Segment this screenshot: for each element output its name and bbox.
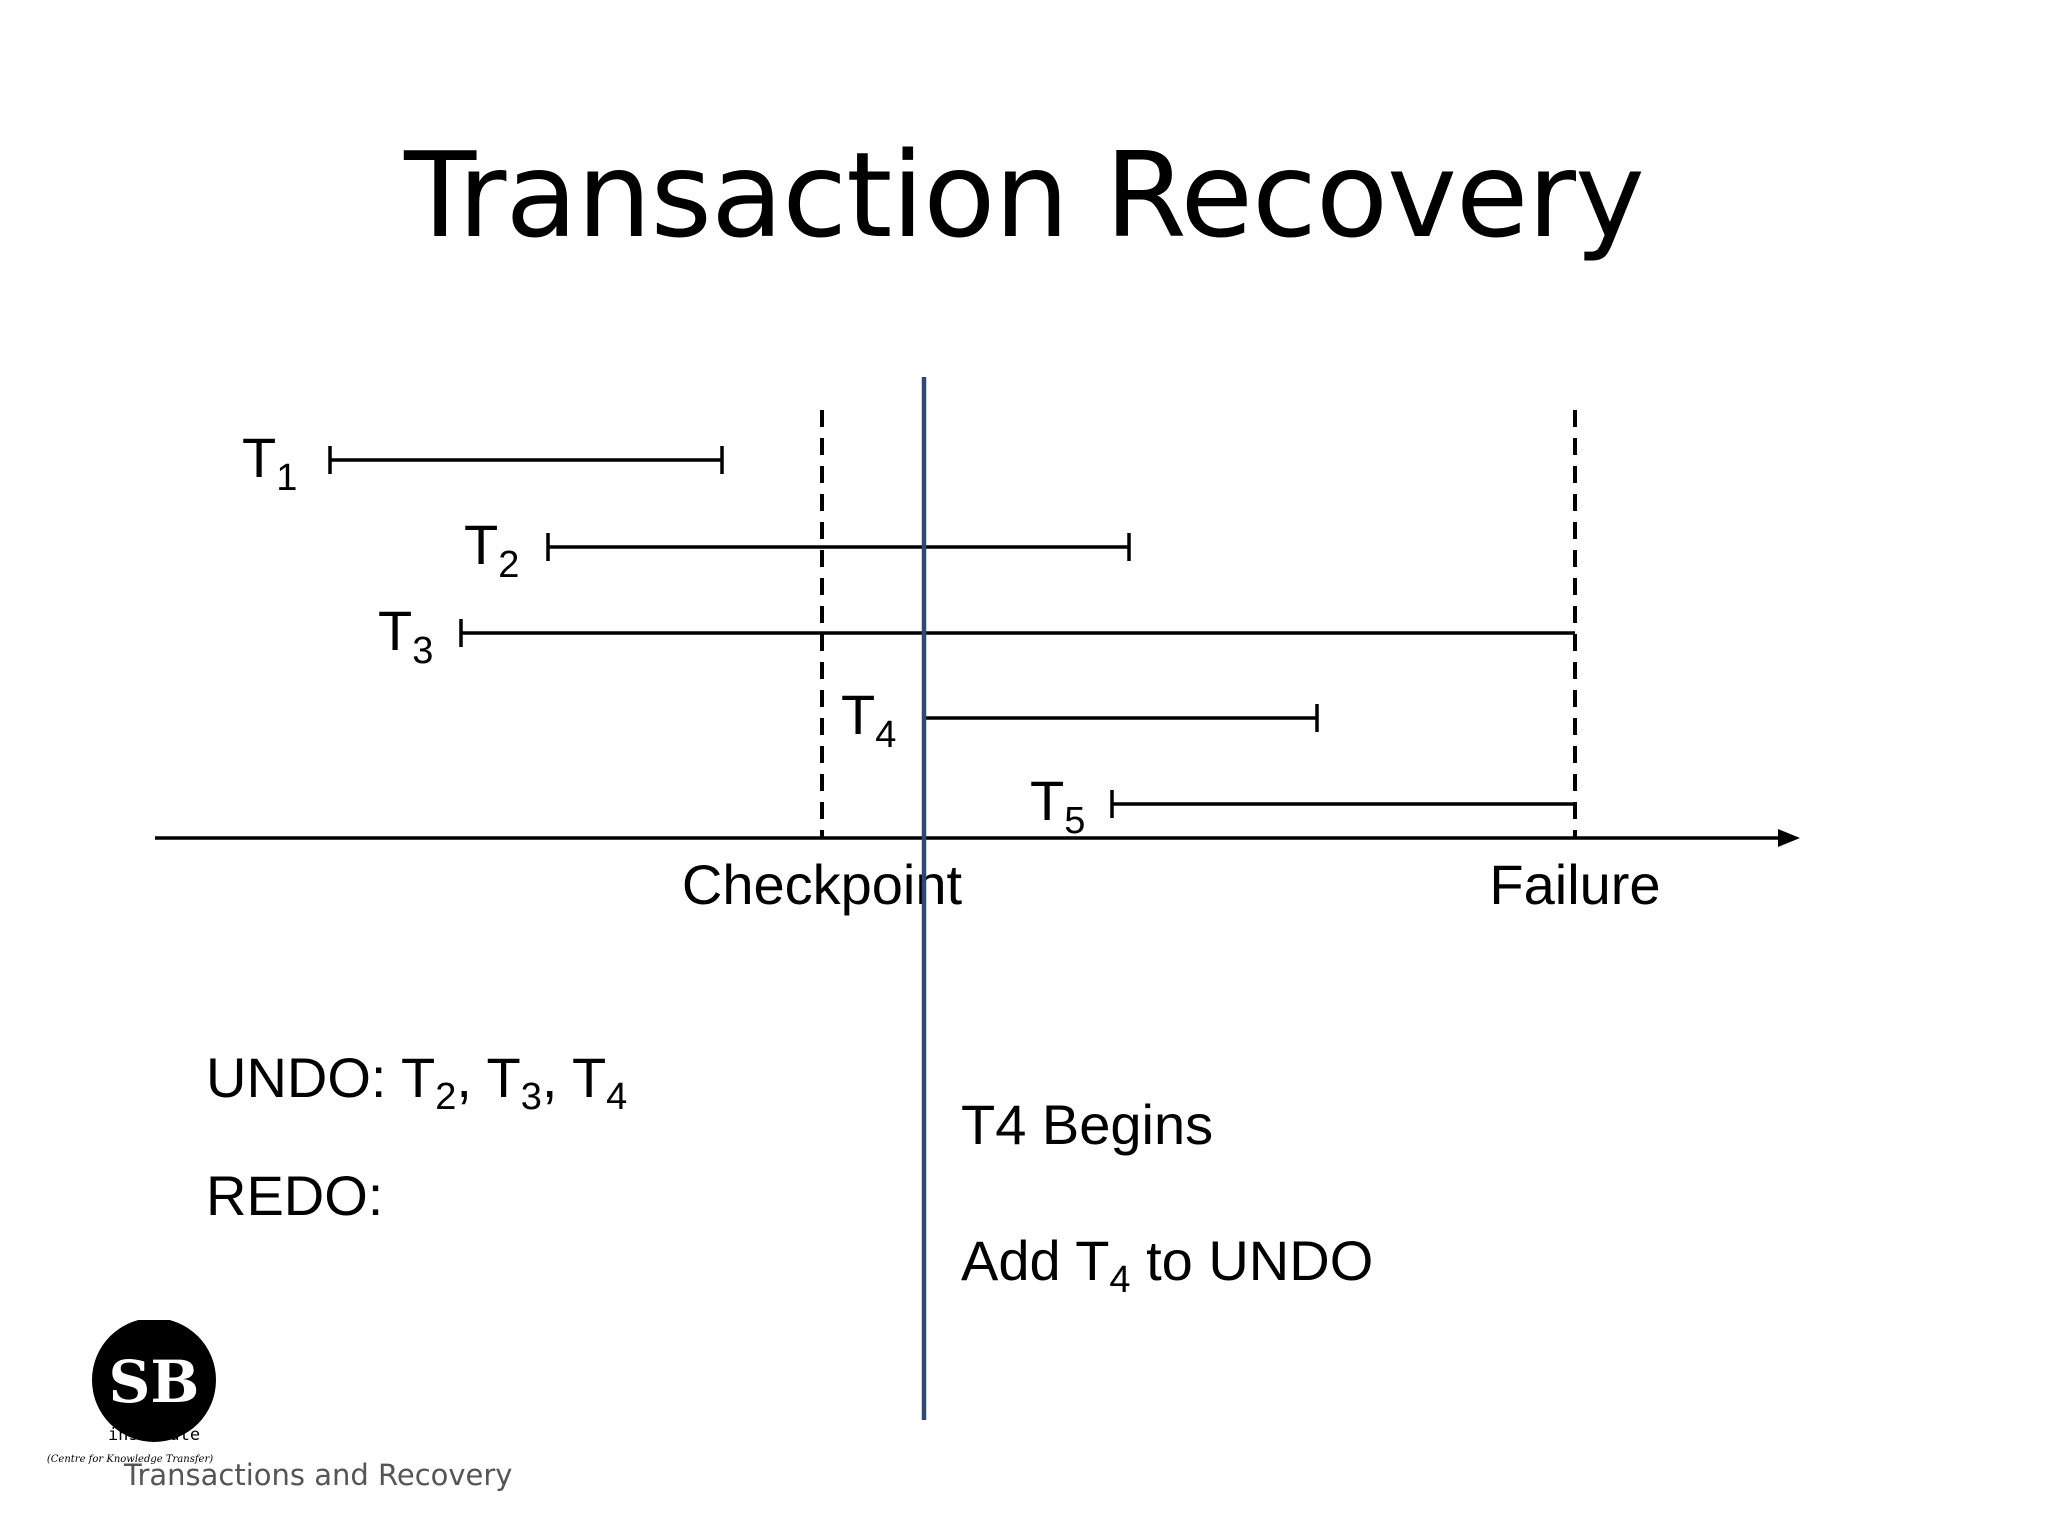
transaction-label: T5 [1030,769,1085,842]
transaction-t3: T3 [378,599,1575,672]
undo-list: UNDO: T2, T3, T4 [206,1046,628,1118]
redo-label: REDO: [206,1164,384,1227]
timeline-axis [155,829,1800,847]
transaction-label: T2 [464,513,519,586]
event-description: T4 Begins [961,1093,1214,1156]
undo-item: T4 [571,1046,628,1118]
undo-item: T2, [401,1046,487,1118]
transaction-label: T1 [242,426,297,499]
svg-text:institute: institute [108,1425,200,1445]
transaction-label: T3 [378,599,433,672]
transaction-label: T4 [841,683,896,756]
slide-title: Transaction Recovery [404,126,1645,264]
svg-text:(Centre for Knowledge Transfer: (Centre for Knowledge Transfer) [47,1454,213,1465]
transaction-t4: T4 [841,683,1319,756]
event-action: Add T4 to UNDO [961,1229,1374,1301]
redo-list: REDO: [206,1164,383,1228]
checkpoint-label: Checkpoint [682,853,963,916]
failure-label: Failure [1489,853,1660,916]
transaction-t5: T5 [1030,769,1575,842]
axis-arrowhead [1778,829,1800,847]
institute-logo: SB institute (Centre for Knowledge Trans… [47,1320,216,1465]
transaction-t2: T2 [464,513,1131,586]
slide-footer: Transactions and Recovery [124,1458,513,1492]
transaction-t1: T1 [242,426,724,499]
svg-text:SB: SB [109,1348,200,1416]
undo-item: T3, [486,1046,572,1118]
undo-label: UNDO: [206,1046,401,1109]
